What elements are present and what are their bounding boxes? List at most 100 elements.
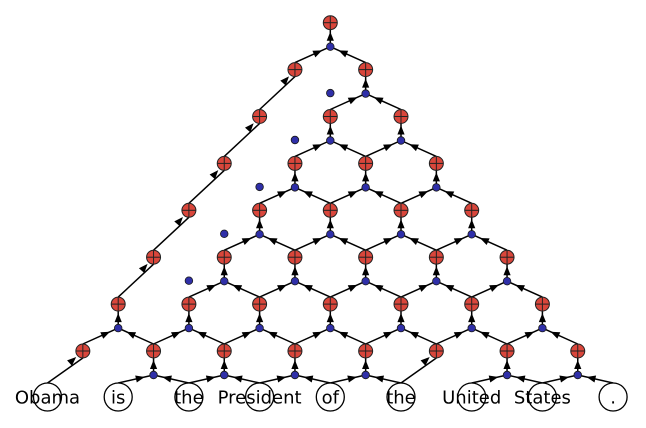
arrowhead-icon [291,266,299,276]
arrowhead-icon [503,360,511,369]
arrowhead-icon [515,375,526,383]
tree-edge [82,327,119,345]
arrowhead-icon [418,191,429,199]
tree-edge [471,280,508,298]
arrowhead-icon [114,313,122,323]
arrowhead-icon [206,284,217,292]
tree-edge [259,76,296,111]
word-node [174,382,204,412]
arrowhead-icon [373,97,384,105]
blue-dot-icon [396,323,406,333]
blue-dot-icon [149,370,158,380]
word-node [457,382,487,412]
word-label: President [218,388,302,409]
blue-dot-icon [361,89,370,98]
tree-edge [506,280,543,298]
arrowhead-icon [276,375,287,383]
tree-edge [436,186,473,204]
tree-edge [400,139,437,158]
tree-edge [188,280,225,298]
tree-edge [188,327,225,345]
arrowhead-icon [149,360,158,369]
tree-edge [471,233,508,251]
blue-dot-icon [573,370,582,380]
arrowhead-icon [362,266,370,276]
arrowhead-icon [174,217,183,227]
blue-dot-icon [290,183,300,192]
blue-dot-icon [255,230,264,239]
tree-edge [153,216,190,251]
tree-edge [117,263,155,298]
tree-edge [259,280,296,298]
arrowhead-icon [205,375,216,383]
blue-dot-icon [220,277,229,286]
arrowhead-icon [244,123,254,133]
blue-dot-icon [290,370,300,380]
arrowhead-icon [347,97,358,105]
arrowhead-icon [100,331,110,339]
arrowhead-icon [277,284,287,292]
arrowhead-icon [479,237,490,245]
composition-nodes-layer [75,15,586,359]
arrowhead-icon [326,125,334,135]
tree-edge [294,374,331,384]
arrowhead-icon [444,191,455,199]
tree-edge [365,186,402,204]
tree-edge [542,327,579,345]
arrowhead-icon [338,237,349,245]
word-node [103,382,133,412]
tree-edge [542,374,578,384]
tree-edge [259,233,296,251]
arrowhead-icon [373,284,384,292]
tree-edge [223,280,260,298]
tree-edge [188,374,225,384]
tree-edge [118,374,154,384]
arrowhead-icon [383,237,393,245]
tree-edge [330,374,366,384]
arrowhead-icon [397,313,405,323]
arrowhead-icon [347,284,358,292]
tree-edge [188,169,225,204]
arrowhead-icon [326,313,334,323]
arrowhead-icon [559,375,569,383]
arrowhead-icon [338,144,349,152]
tree-edge [329,139,366,158]
arrowhead-icon [280,76,289,86]
arrowhead-icon [241,237,252,245]
arrowhead-icon [538,313,546,323]
arrowhead-icon [503,266,511,276]
tree-edge [329,46,366,64]
arrowhead-icon [220,360,228,369]
tree-edge [400,327,437,345]
blue-dot-icon [290,277,300,286]
arrowhead-icon [312,237,323,245]
arrowhead-icon [347,191,358,199]
arrowhead-icon [373,191,384,199]
tree-edge [329,280,366,298]
tree-edge [506,327,543,345]
blue-dot-icon [326,88,335,98]
arrowhead-icon [67,357,77,366]
arrowhead-icon [432,172,440,182]
blue-dot-icon [361,183,370,192]
arrowhead-icon [586,375,597,383]
arrowhead-icon [409,331,419,339]
tree-edge [329,327,366,345]
blue-dot-icon [220,370,229,380]
arrowhead-icon [374,375,385,383]
arrowhead-icon [550,331,561,339]
blue-dot-icon [432,183,441,192]
tree-edge [506,374,543,384]
blue-dot-icon [255,182,264,192]
blue-dot-icon [538,323,547,333]
arrowhead-icon [515,284,525,292]
tree-edge [365,92,402,111]
arrowhead-icon [135,375,145,383]
blue-dot-icon [361,370,370,380]
word-label: United [442,388,501,409]
arrowhead-icon [409,144,419,152]
word-label: States [514,388,571,409]
tree-edge [259,327,296,345]
